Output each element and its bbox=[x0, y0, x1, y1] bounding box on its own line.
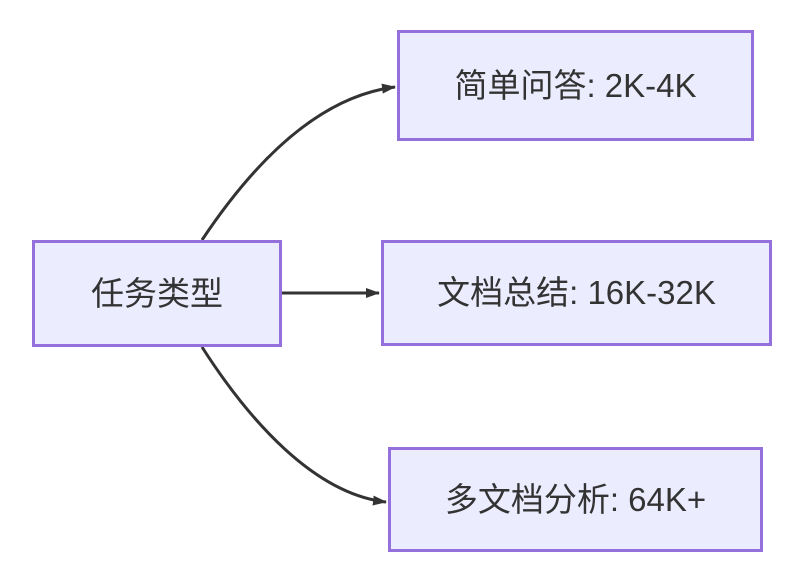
node-multi-doc: 多文档分析: 64K+ bbox=[388, 447, 763, 552]
edge-root-to-multi-doc bbox=[200, 346, 387, 506]
node-doc-summary-label: 文档总结: 16K-32K bbox=[437, 274, 716, 312]
node-doc-summary: 文档总结: 16K-32K bbox=[381, 240, 772, 346]
node-simple-qa: 简单问答: 2K-4K bbox=[397, 30, 754, 141]
edge-root-to-simple-qa bbox=[200, 83, 396, 241]
node-simple-qa-label: 简单问答: 2K-4K bbox=[454, 66, 697, 104]
node-multi-doc-label: 多文档分析: 64K+ bbox=[444, 480, 707, 518]
node-task-type: 任务类型 bbox=[32, 240, 282, 347]
node-task-type-label: 任务类型 bbox=[91, 274, 223, 312]
